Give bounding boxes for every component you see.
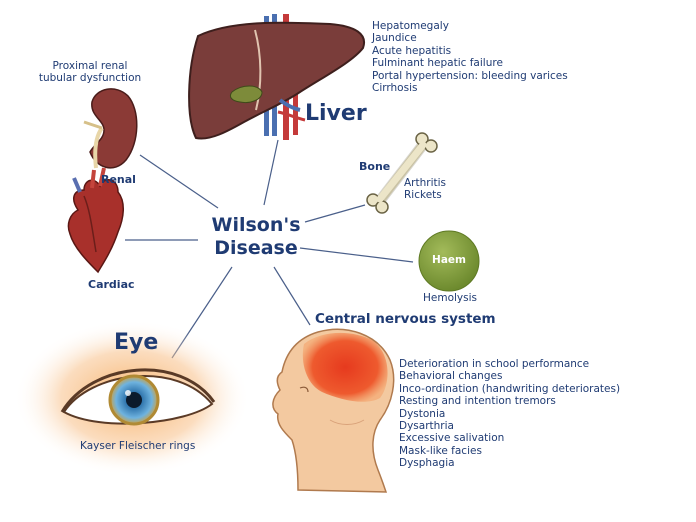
cardiac-title: Cardiac — [88, 278, 135, 291]
head-illustration — [272, 328, 395, 493]
liver-symptom: Cirrhosis — [372, 82, 418, 95]
liver-symptom: Portal hypertension: bleeding varices — [372, 69, 568, 82]
cns-symptom: Inco-ordination (handwriting deteriorate… — [399, 382, 621, 395]
connector-cns — [273, 266, 311, 326]
renal-title: Renal — [101, 173, 136, 186]
cns-symptom: Resting and intention tremors — [399, 395, 556, 408]
bone-title: Bone — [359, 160, 391, 173]
connector-bone — [304, 204, 366, 223]
liver-illustration — [188, 14, 366, 140]
cns-title: Central nervous system — [315, 311, 496, 327]
eye-illustration — [14, 320, 250, 476]
liver-symptom: Fulminant hepatic failure — [372, 57, 503, 70]
eye-title: Eye — [114, 330, 159, 355]
bone-symptom: Rickets — [404, 189, 442, 202]
renal-symptom-line2: tubular dysfunction — [38, 72, 142, 85]
center-title-line1: Wilson's — [211, 214, 301, 236]
bone-symptom: Arthritis — [404, 177, 447, 189]
haem-symptom: Hemolysis — [423, 292, 477, 304]
haem-circle — [418, 230, 480, 292]
connector-haem — [299, 247, 414, 263]
center-title-line2: Disease — [214, 237, 298, 259]
liver-title: Liver — [305, 101, 367, 126]
renal-symptom: Proximal renal tubular dysfunction — [30, 60, 150, 85]
connector-renal — [139, 154, 219, 209]
liver-symptom: Hepatomegaly — [372, 20, 449, 32]
connector-lines — [125, 139, 414, 359]
eye-symptom: Kayser Fleischer rings — [80, 440, 196, 452]
liver-symptom: Acute hepatitis — [372, 44, 452, 57]
liver-symptom: Jaundice — [372, 32, 417, 45]
cns-symptom: Mask-like facies — [399, 444, 482, 457]
liver-symptom-list: Hepatomegaly Jaundice Acute hepatitis Fu… — [372, 20, 568, 94]
cns-symptom: Excessive salivation — [399, 432, 505, 445]
bone-symptom-list: Arthritis Rickets — [404, 177, 446, 202]
center-title: Wilson's Disease — [196, 214, 316, 260]
cns-symptom: Deterioration in school performance — [399, 358, 590, 370]
renal-symptom-line1: Proximal renal — [52, 60, 128, 72]
bone-illustration — [366, 132, 438, 214]
cns-symptom: Dysphagia — [399, 457, 455, 470]
heart-illustration — [67, 167, 124, 274]
cns-symptom-list: Deterioration in school performance Beha… — [399, 358, 620, 470]
kidney-illustration — [83, 88, 138, 169]
connector-liver — [263, 139, 279, 206]
haem-title: Haem — [432, 254, 466, 266]
cns-symptom: Dysarthria — [399, 420, 454, 433]
cns-symptom: Behavioral changes — [399, 370, 503, 383]
cns-symptom: Dystonia — [399, 407, 446, 420]
